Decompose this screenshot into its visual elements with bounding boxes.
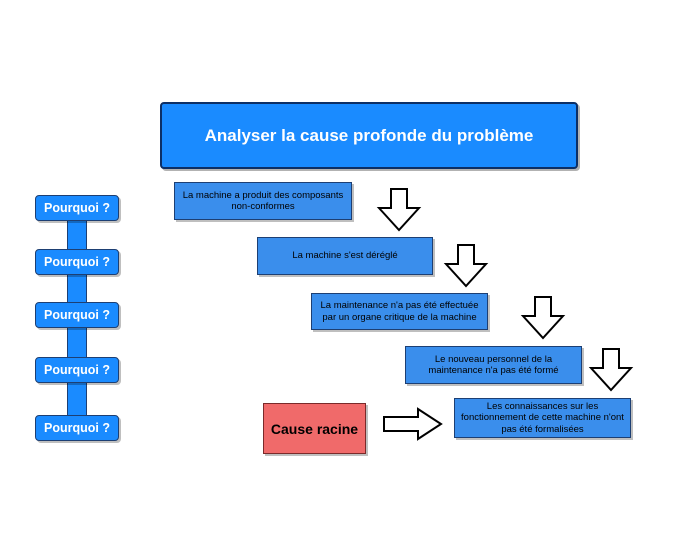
root-cause-box: Cause racine [263,403,366,454]
diagram-title: Analyser la cause profonde du problème [160,102,578,169]
down-arrow-3 [520,296,566,340]
why-node-4: Pourquoi ? [35,357,119,383]
why-node-2: Pourquoi ? [35,249,119,275]
down-arrow-4 [588,348,634,392]
step-box-4: Le nouveau personnel de la maintenance n… [405,346,582,384]
why-node-1: Pourquoi ? [35,195,119,221]
why-node-5: Pourquoi ? [35,415,119,441]
step-box-2: La machine s'est déréglé [257,237,433,275]
right-arrow-root [383,407,443,441]
down-arrow-1 [376,188,422,232]
why-node-3: Pourquoi ? [35,302,119,328]
down-arrow-2 [443,244,489,288]
step-box-1: La machine a produit des composants non-… [174,182,352,220]
step-box-5: Les connaissances sur les fonctionnement… [454,398,631,438]
step-box-3: La maintenance n'a pas été effectuée par… [311,293,488,330]
